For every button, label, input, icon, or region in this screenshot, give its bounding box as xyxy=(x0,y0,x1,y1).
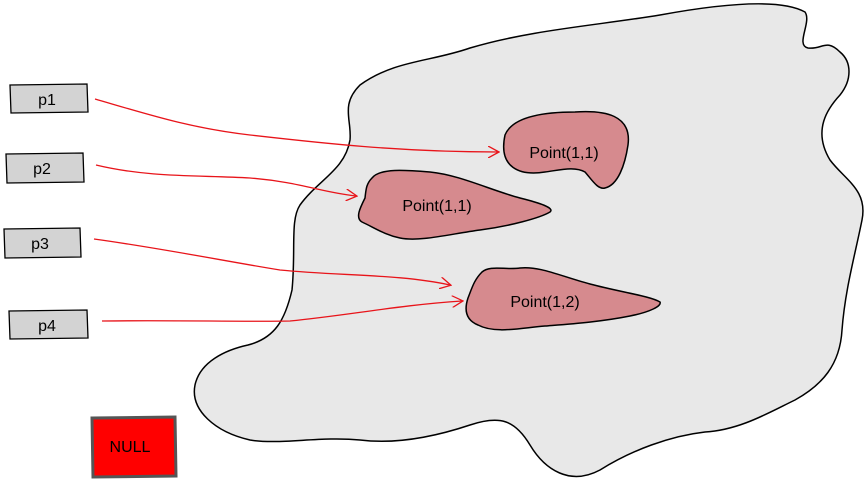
object-point-3: Point(1,2) xyxy=(465,267,661,331)
variable-label-p3: p3 xyxy=(31,236,49,253)
variable-label-p2: p2 xyxy=(33,161,51,178)
null-box: NULL xyxy=(90,415,178,479)
object-point-2: Point(1,1) xyxy=(357,169,552,240)
object-point-1: Point(1,1) xyxy=(502,110,630,189)
arrow-p2-to-object-2 xyxy=(95,164,356,196)
heap-area xyxy=(193,3,864,478)
variable-p4: p4 xyxy=(8,309,89,340)
object-label-3: Point(1,2) xyxy=(510,294,579,311)
variable-p2: p2 xyxy=(5,152,85,184)
variable-label-p1: p1 xyxy=(38,92,56,109)
variable-p3: p3 xyxy=(3,227,82,259)
arrow-p4-to-object-3 xyxy=(101,301,462,322)
arrow-p3-to-object-3 xyxy=(93,238,450,285)
arrow-p1-to-object-1 xyxy=(94,98,498,152)
variable-p1: p1 xyxy=(9,83,89,114)
object-label-1: Point(1,1) xyxy=(529,145,598,162)
object-label-2: Point(1,1) xyxy=(402,198,471,215)
variable-label-p4: p4 xyxy=(38,318,56,335)
null-label: NULL xyxy=(110,439,151,456)
